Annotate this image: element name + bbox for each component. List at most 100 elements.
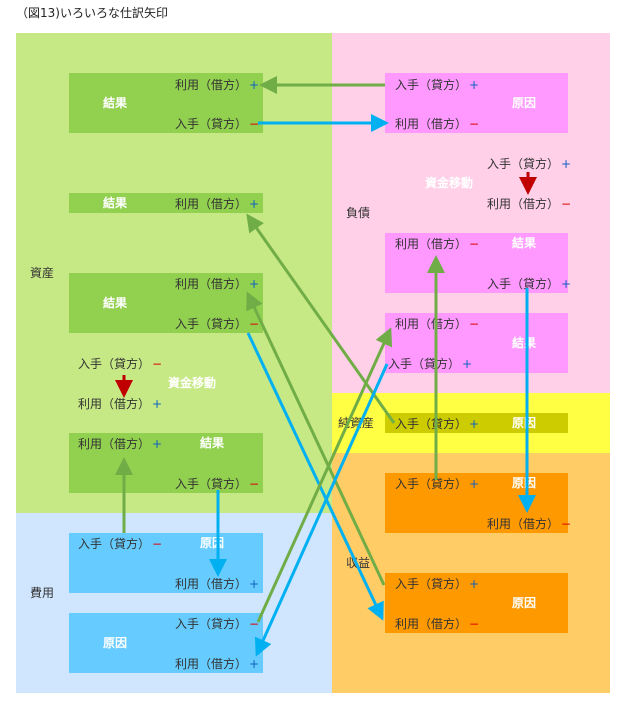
plus-sign: + <box>249 577 260 591</box>
entry-label: 利用（借方）+ <box>175 78 259 92</box>
entry-label: 利用（借方）+ <box>175 277 259 291</box>
minus-sign: − <box>469 317 480 331</box>
fund-move-label: 資金移動 <box>425 176 474 190</box>
entry-label: 入手（貸方）− <box>175 317 259 331</box>
entry-label: 利用（借方）− <box>395 617 479 631</box>
entry-label: 入手（貸方）− <box>78 537 162 551</box>
result-label: 結果 <box>103 196 128 210</box>
minus-sign: − <box>561 517 572 531</box>
entry-label: 入手（貸方）− <box>78 357 162 371</box>
entry-label: 入手（貸方）+ <box>395 417 479 431</box>
asset-result-box <box>69 273 263 333</box>
liability-result-box <box>385 313 568 373</box>
entry-label: 利用（借方）− <box>487 197 571 211</box>
minus-sign: − <box>249 617 260 631</box>
net-assets-cause-box <box>385 413 568 433</box>
result-label: 結果 <box>103 296 128 310</box>
plus-sign: + <box>469 477 480 491</box>
cause-label: 原因 <box>103 636 128 650</box>
cause-label: 原因 <box>512 476 537 490</box>
cause-label: 原因 <box>512 96 537 110</box>
revenue-cause-box <box>385 573 568 633</box>
region-label-liabilities: 負債 <box>346 206 371 220</box>
asset-result-box <box>69 73 263 133</box>
result-label: 結果 <box>512 336 537 350</box>
asset-result-box <box>69 433 263 493</box>
entry-text: 利用（借方） <box>175 78 248 92</box>
plus-sign: + <box>249 277 260 291</box>
minus-sign: − <box>469 617 480 631</box>
entry-text: 利用（借方） <box>395 117 468 131</box>
entry-label: 利用（借方）+ <box>175 577 259 591</box>
region-label-assets: 資産 <box>30 266 55 280</box>
cause-label: 原因 <box>512 596 537 610</box>
entry-text: 利用（借方） <box>487 517 560 531</box>
plus-sign: + <box>469 78 480 92</box>
result-label: 結果 <box>103 96 128 110</box>
plus-sign: + <box>561 277 572 291</box>
liability-cause-box <box>385 73 568 133</box>
entry-label: 入手（貸方）+ <box>388 357 472 371</box>
cyan-arrow <box>254 363 389 657</box>
minus-sign: − <box>152 357 163 371</box>
green-arrow <box>256 327 393 623</box>
entry-text: 入手（貸方） <box>487 157 560 171</box>
plus-sign: + <box>462 357 473 371</box>
entry-text: 入手（貸方） <box>175 477 248 491</box>
entry-text: 入手（貸方） <box>395 417 468 431</box>
entry-label: 入手（貸方）+ <box>487 157 571 171</box>
plus-sign: + <box>152 397 163 411</box>
entry-text: 入手（貸方） <box>388 357 461 371</box>
entry-label: 利用（借方）+ <box>175 197 259 211</box>
liability-result-box <box>385 233 568 293</box>
entry-label: 入手（貸方）+ <box>395 78 479 92</box>
entry-text: 入手（貸方） <box>175 617 248 631</box>
asset-result-box <box>69 193 263 213</box>
entry-label: 入手（貸方）+ <box>395 477 479 491</box>
minus-sign: − <box>561 197 572 211</box>
entry-text: 利用（借方） <box>78 397 151 411</box>
minus-sign: − <box>469 237 480 251</box>
entry-label: 利用（借方）− <box>395 117 479 131</box>
cyan-arrow <box>246 332 384 621</box>
entry-text: 入手（貸方） <box>395 577 468 591</box>
minus-sign: − <box>249 317 260 331</box>
entry-label: 入手（貸方）− <box>175 617 259 631</box>
region-label-revenue: 収益 <box>346 556 371 570</box>
entry-text: 利用（借方） <box>78 437 151 451</box>
plus-sign: + <box>152 437 163 451</box>
entry-label: 入手（貸方）− <box>175 117 259 131</box>
entry-label: 利用（借方）− <box>395 237 479 251</box>
minus-sign: − <box>152 537 163 551</box>
plus-sign: + <box>249 657 260 671</box>
green-arrow <box>246 291 386 586</box>
plus-sign: + <box>469 577 480 591</box>
entry-text: 利用（借方） <box>487 197 560 211</box>
minus-sign: − <box>249 477 260 491</box>
result-label: 結果 <box>200 436 225 450</box>
entry-text: 入手（貸方） <box>395 78 468 92</box>
plus-sign: + <box>469 417 480 431</box>
cause-label: 原因 <box>512 416 537 430</box>
expense-cause-box <box>69 533 263 593</box>
fund-move-label: 資金移動 <box>168 376 217 390</box>
entry-text: 利用（借方） <box>395 237 468 251</box>
entry-text: 利用（借方） <box>395 317 468 331</box>
entry-text: 利用（借方） <box>395 617 468 631</box>
entry-label: 利用（借方）+ <box>175 657 259 671</box>
green-arrow <box>246 213 396 424</box>
entry-label: 利用（借方）+ <box>78 437 162 451</box>
minus-sign: − <box>249 117 260 131</box>
result-label: 結果 <box>512 236 537 250</box>
diagram-title: （図13)いろいろな仕訳矢印 <box>16 6 168 20</box>
entry-label: 入手（貸方）+ <box>395 577 479 591</box>
entry-label: 利用（借方）− <box>487 517 571 531</box>
revenue-cause-box <box>385 473 568 533</box>
entry-text: 入手（貸方） <box>395 477 468 491</box>
entry-text: 入手（貸方） <box>78 537 151 551</box>
expense-cause-box <box>69 613 263 673</box>
entry-text: 入手（貸方） <box>78 357 151 371</box>
region-label-expenses: 費用 <box>30 586 55 600</box>
entry-text: 利用（借方） <box>175 197 248 211</box>
